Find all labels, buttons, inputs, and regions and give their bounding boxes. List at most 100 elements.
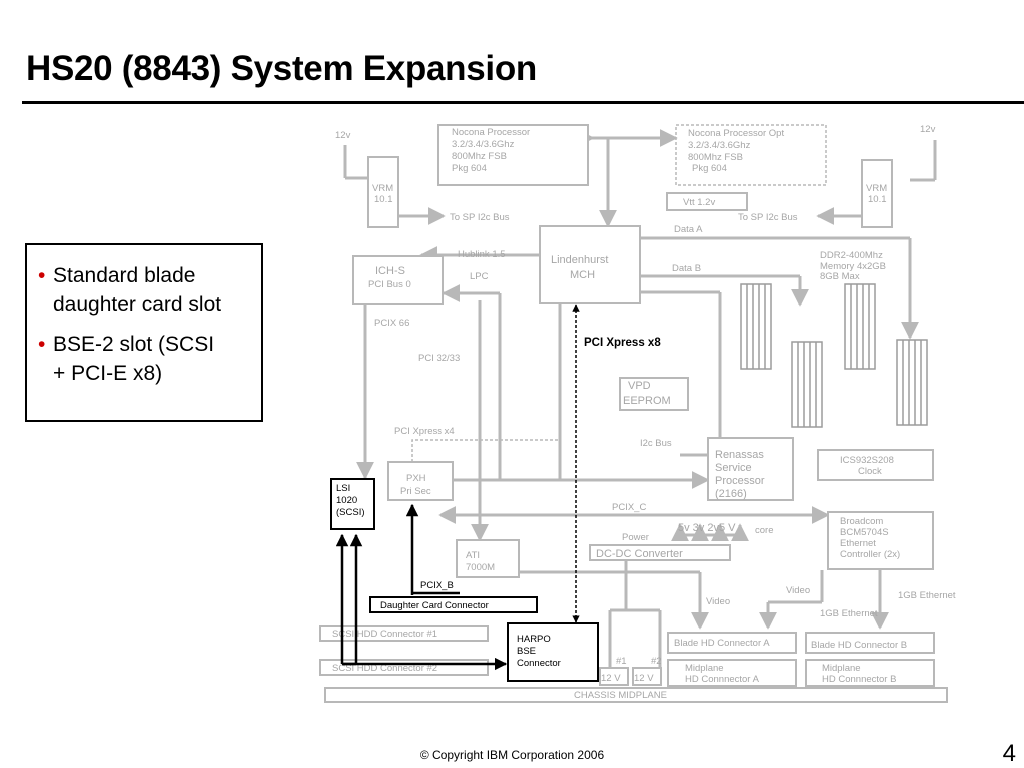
bullet-bse2: • BSE-2 slot (SCSI + PCI-E x8) <box>35 330 261 388</box>
bullet-dot-icon: • <box>38 333 46 356</box>
mch-label: Lindenhurst <box>551 254 609 266</box>
core-label: core <box>755 525 773 536</box>
vrm1-label: VRM <box>372 183 393 194</box>
renassas-label: Service <box>715 462 752 474</box>
faded-blocks <box>319 124 948 703</box>
broadcom-label: Ethernet <box>840 538 876 549</box>
cpu1-label: Pkg 604 <box>452 163 487 174</box>
clock-label: Clock <box>858 466 882 477</box>
memory-label: 8GB Max <box>820 271 860 282</box>
memory-label: DDR2-400Mhz <box>820 250 883 261</box>
vrm2-label: VRM <box>866 183 887 194</box>
power-label: Power <box>622 532 649 543</box>
bullet-line: BSE-2 slot (SCSI <box>53 333 215 356</box>
scsi2-label: SCSI HDD Connector #2 <box>332 663 437 674</box>
faded-labels: Nocona Processor 3.2/3.4/3.6Ghz 800Mhz F… <box>332 124 956 701</box>
gbe-label: 1GB Ethernet <box>898 590 956 601</box>
bullet-line: daughter card slot <box>53 293 222 316</box>
hd-b-label: Blade HD Connector B <box>811 640 907 651</box>
mch-label: MCH <box>570 269 595 281</box>
hublink-label: Hublink 1.5 <box>458 249 506 260</box>
memory-label: Memory 4x2GB <box>820 261 886 272</box>
memory-dimms <box>740 283 928 428</box>
bullet-line: Standard blade <box>53 264 196 287</box>
ati-label: ATI <box>466 550 480 561</box>
bullet-daughter-card: • Standard blade daughter card slot <box>35 261 261 319</box>
cpu2-label: 800Mhz FSB <box>688 152 743 163</box>
voltages-label: 5v 3v 2v5 V <box>678 522 736 534</box>
bullet-list: • Standard blade daughter card slot • BS… <box>27 245 261 388</box>
data-a-label: Data A <box>674 224 703 235</box>
lsi-label: 1020 <box>336 495 357 506</box>
broadcom-label: Controller (2x) <box>840 549 900 560</box>
bullet-dot-icon: • <box>38 264 46 287</box>
page-number: 4 <box>1002 740 1016 767</box>
pcix-b-label: PCIX_B <box>420 580 454 591</box>
copyright-footer: © Copyright IBM Corporation 2006 <box>419 748 605 762</box>
cpu1-label: 3.2/3.4/3.6Ghz <box>452 139 515 150</box>
pxh-label: PXH <box>406 473 426 484</box>
vpd-label: VPD <box>628 380 651 392</box>
mid-b-label: Midplane <box>822 663 861 674</box>
pci-xpress-x4-label: PCI Xpress x4 <box>394 426 455 437</box>
v12-b-label: 12 V <box>634 673 654 684</box>
to-sp-right-label: To SP I2c Bus <box>738 212 798 223</box>
ati-label: 7000M <box>466 562 495 573</box>
i2c-bus-label: I2c Bus <box>640 438 672 449</box>
highlighted-paths <box>335 304 580 671</box>
lpc-label: LPC <box>470 271 489 282</box>
cpu1-label: Nocona Processor <box>452 127 530 138</box>
video-label: Video <box>786 585 810 596</box>
highlighted-blocks <box>330 478 599 682</box>
ich-label: PCI Bus 0 <box>368 279 411 290</box>
pci-xpress-x8-label: PCI Xpress x8 <box>584 337 661 349</box>
v12-right-label: 12v <box>920 124 936 135</box>
mid-b-label: HD Connnector B <box>822 674 896 685</box>
renassas-label: (2166) <box>715 488 747 500</box>
broadcom-label: BCM5704S <box>840 527 889 538</box>
clock-label: ICS932S208 <box>840 455 894 466</box>
highlighted-labels: LSI 1020 (SCSI) PCI Xpress x8 PCIX_B Dau… <box>336 337 661 669</box>
daughter-card-label: Daughter Card Connector <box>380 600 489 611</box>
gbe-label: 1GB Ethernet <box>820 608 878 619</box>
fuse1-label: #1 <box>616 656 627 667</box>
ich-label: ICH-S <box>375 265 405 277</box>
pcix66-label: PCIX 66 <box>374 318 409 329</box>
cpu1-label: 800Mhz FSB <box>452 151 507 162</box>
to-sp-left-label: To SP I2c Bus <box>450 212 510 223</box>
slide-title: HS20 (8843) System Expansion <box>26 49 537 88</box>
dcdc-label: DC-DC Converter <box>596 548 683 560</box>
mid-a-label: HD Connnector A <box>685 674 760 685</box>
hd-a-label: Blade HD Connector A <box>674 638 770 649</box>
title-rule <box>22 101 1024 104</box>
chassis-label: CHASSIS MIDPLANE <box>574 690 667 701</box>
pcix-c-label: PCIX_C <box>612 502 646 513</box>
renassas-label: Processor <box>715 475 765 487</box>
scsi1-label: SCSI HDD Connector #1 <box>332 629 437 640</box>
vtt-label: Vtt 1.2v <box>683 197 715 208</box>
vpd-label: EEPROM <box>623 395 671 407</box>
data-b-label: Data B <box>672 263 701 274</box>
video-label: Video <box>706 596 730 607</box>
vrm2-label: 10.1 <box>868 194 887 205</box>
lsi-label: LSI <box>336 483 350 494</box>
v12-left-label: 12v <box>335 130 351 141</box>
fuse2-label: #2 <box>651 656 662 667</box>
pxh-label: Pri Sec <box>400 486 431 497</box>
v12-a-label: 12 V <box>601 673 621 684</box>
cpu2-label: Nocona Processor Opt <box>688 128 784 139</box>
lsi-label: (SCSI) <box>336 507 365 518</box>
cpu2-label: 3.2/3.4/3.6Ghz <box>688 140 751 151</box>
renassas-label: Renassas <box>715 449 764 461</box>
cpu2-label: Pkg 604 <box>692 163 727 174</box>
vrm1-label: 10.1 <box>374 194 393 205</box>
harpo-label: Connector <box>517 658 561 669</box>
broadcom-label: Broadcom <box>840 516 883 527</box>
pci-xpress-x4-dashed-line <box>411 303 561 462</box>
pci3233-label: PCI 32/33 <box>418 353 460 364</box>
bullet-line: + PCI-E x8) <box>53 362 163 385</box>
bullet-box: • Standard blade daughter card slot • BS… <box>25 243 263 422</box>
cpu2-box-outline <box>675 124 827 186</box>
harpo-label: BSE <box>517 646 536 657</box>
